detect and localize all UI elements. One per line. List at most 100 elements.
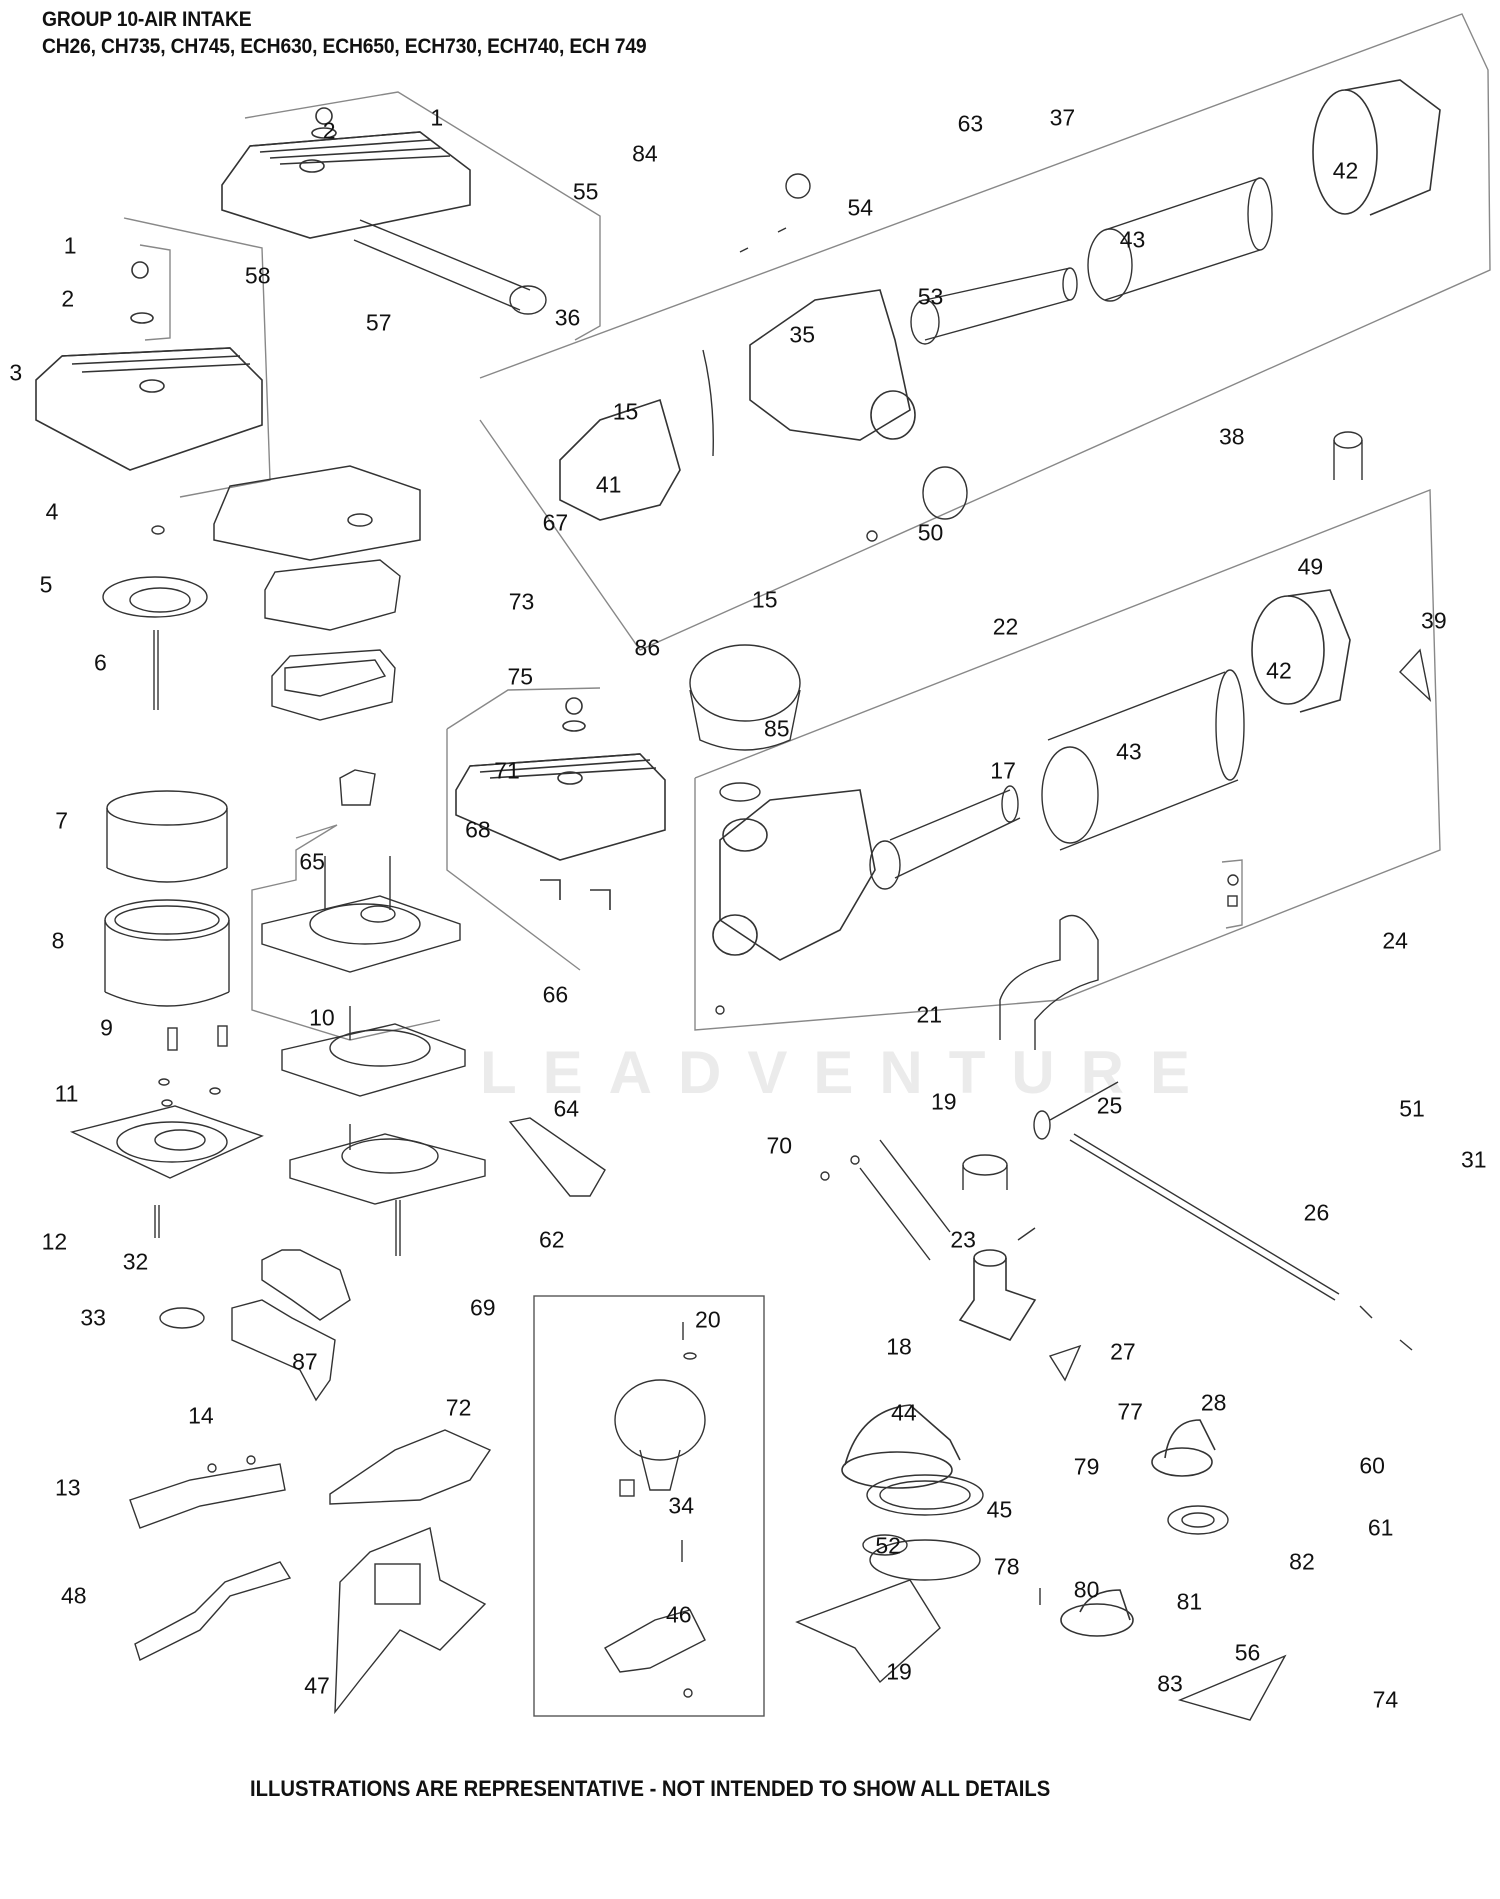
gasket-78 — [862, 1534, 908, 1556]
callout-85[interactable]: 85 — [764, 715, 790, 742]
callout-15[interactable]: 15 — [612, 398, 639, 425]
callout-13[interactable]: 13 — [54, 1474, 81, 1501]
callout-80[interactable]: 80 — [1073, 1576, 1100, 1603]
element-8 — [104, 899, 230, 1007]
callout-47[interactable]: 47 — [304, 1672, 330, 1699]
group-59-outline — [1221, 859, 1243, 929]
callout-66[interactable]: 66 — [542, 981, 569, 1008]
callout-31[interactable]: 31 — [1460, 1146, 1487, 1173]
callout-83[interactable]: 83 — [1157, 1670, 1183, 1697]
callout-11[interactable]: 11 — [54, 1080, 79, 1107]
callout-12[interactable]: 12 — [41, 1228, 68, 1255]
callout-24[interactable]: 24 — [1382, 927, 1408, 954]
group-49-outline — [694, 488, 1441, 1031]
sensor-30 — [1359, 1305, 1373, 1319]
callout-54[interactable]: 54 — [847, 194, 874, 221]
callout-19[interactable]: 19 — [886, 1658, 912, 1685]
air-cleaner-cover-84 — [221, 107, 471, 239]
callout-63[interactable]: 63 — [957, 110, 984, 137]
callout-84[interactable]: 84 — [632, 140, 658, 167]
callout-33[interactable]: 33 — [80, 1304, 106, 1331]
callout-2[interactable]: 2 — [61, 285, 75, 312]
callout-10[interactable]: 10 — [309, 1004, 335, 1031]
callout-67[interactable]: 67 — [542, 509, 569, 536]
callout-39[interactable]: 39 — [1421, 607, 1447, 634]
callout-65[interactable]: 65 — [299, 848, 325, 875]
elbow-24 — [999, 914, 1099, 1050]
callout-5[interactable]: 5 — [39, 571, 53, 598]
callout-82[interactable]: 82 — [1289, 1548, 1315, 1575]
callout-73[interactable]: 73 — [508, 588, 535, 615]
callout-87[interactable]: 87 — [292, 1348, 318, 1375]
callout-36[interactable]: 36 — [554, 304, 581, 331]
callout-23[interactable]: 23 — [950, 1226, 976, 1253]
callout-50[interactable]: 50 — [917, 519, 944, 546]
callout-86[interactable]: 86 — [634, 634, 661, 661]
callout-44[interactable]: 44 — [891, 1399, 917, 1426]
precleaner-7 — [106, 790, 228, 883]
callout-51[interactable]: 51 — [1399, 1095, 1425, 1122]
callout-19[interactable]: 19 — [931, 1088, 957, 1115]
callout-1[interactable]: 1 — [430, 104, 444, 131]
callout-15[interactable]: 15 — [751, 586, 778, 613]
callout-81[interactable]: 81 — [1176, 1588, 1203, 1615]
callout-57[interactable]: 57 — [365, 309, 392, 336]
callout-43[interactable]: 43 — [1119, 226, 1146, 253]
callout-42[interactable]: 42 — [1266, 657, 1292, 684]
callout-41[interactable]: 41 — [595, 471, 622, 498]
callout-70[interactable]: 70 — [766, 1132, 793, 1159]
callout-18[interactable]: 18 — [886, 1333, 912, 1360]
callout-32[interactable]: 32 — [122, 1248, 149, 1275]
callout-79[interactable]: 79 — [1073, 1453, 1100, 1480]
callout-45[interactable]: 45 — [986, 1496, 1013, 1523]
callout-56[interactable]: 56 — [1234, 1639, 1261, 1666]
callout-27[interactable]: 27 — [1110, 1338, 1136, 1365]
callout-55[interactable]: 55 — [572, 178, 599, 205]
callout-34[interactable]: 34 — [668, 1492, 695, 1519]
callout-17[interactable]: 17 — [990, 757, 1016, 784]
callout-20[interactable]: 20 — [695, 1306, 721, 1333]
callout-68[interactable]: 68 — [465, 816, 491, 843]
callout-74[interactable]: 74 — [1372, 1686, 1399, 1713]
callout-46[interactable]: 46 — [666, 1601, 692, 1628]
callout-28[interactable]: 28 — [1200, 1389, 1227, 1416]
callout-4[interactable]: 4 — [45, 498, 59, 525]
callout-72[interactable]: 72 — [445, 1394, 472, 1421]
callout-64[interactable]: 64 — [553, 1095, 580, 1122]
callout-7[interactable]: 7 — [55, 807, 69, 834]
group-58-outline — [139, 244, 171, 341]
callout-14[interactable]: 14 — [188, 1402, 214, 1429]
callout-48[interactable]: 48 — [61, 1582, 87, 1609]
callout-53[interactable]: 53 — [917, 283, 944, 310]
callout-3[interactable]: 3 — [9, 359, 23, 386]
cover-41 — [559, 398, 681, 521]
callout-69[interactable]: 69 — [469, 1294, 496, 1321]
callout-26[interactable]: 26 — [1303, 1199, 1330, 1226]
callout-37[interactable]: 37 — [1049, 104, 1076, 131]
callout-75[interactable]: 75 — [507, 663, 534, 690]
callout-9[interactable]: 9 — [100, 1014, 113, 1041]
callout-22[interactable]: 22 — [992, 613, 1019, 640]
callout-62[interactable]: 62 — [538, 1226, 565, 1253]
callout-71[interactable]: 71 — [494, 757, 520, 784]
callout-52[interactable]: 52 — [875, 1532, 901, 1559]
callout-43[interactable]: 43 — [1116, 738, 1142, 765]
shield-83 — [795, 1579, 941, 1684]
stud-62 — [395, 1200, 401, 1256]
callout-42[interactable]: 42 — [1332, 157, 1359, 184]
callout-8[interactable]: 8 — [51, 927, 65, 954]
callout-6[interactable]: 6 — [94, 649, 107, 676]
callout-78[interactable]: 78 — [993, 1553, 1020, 1580]
callout-61[interactable]: 61 — [1367, 1514, 1394, 1541]
callout-77[interactable]: 77 — [1117, 1398, 1143, 1425]
callout-38[interactable]: 38 — [1218, 423, 1245, 450]
callout-49[interactable]: 49 — [1297, 553, 1324, 580]
callout-21[interactable]: 21 — [916, 1001, 943, 1028]
callout-58[interactable]: 58 — [244, 262, 271, 289]
callout-35[interactable]: 35 — [789, 321, 816, 348]
callout-60[interactable]: 60 — [1359, 1452, 1385, 1479]
callout-25[interactable]: 25 — [1096, 1092, 1123, 1119]
nuts-11 — [158, 1078, 221, 1107]
callout-2[interactable]: 2 — [322, 117, 336, 144]
callout-1[interactable]: 1 — [63, 232, 77, 259]
